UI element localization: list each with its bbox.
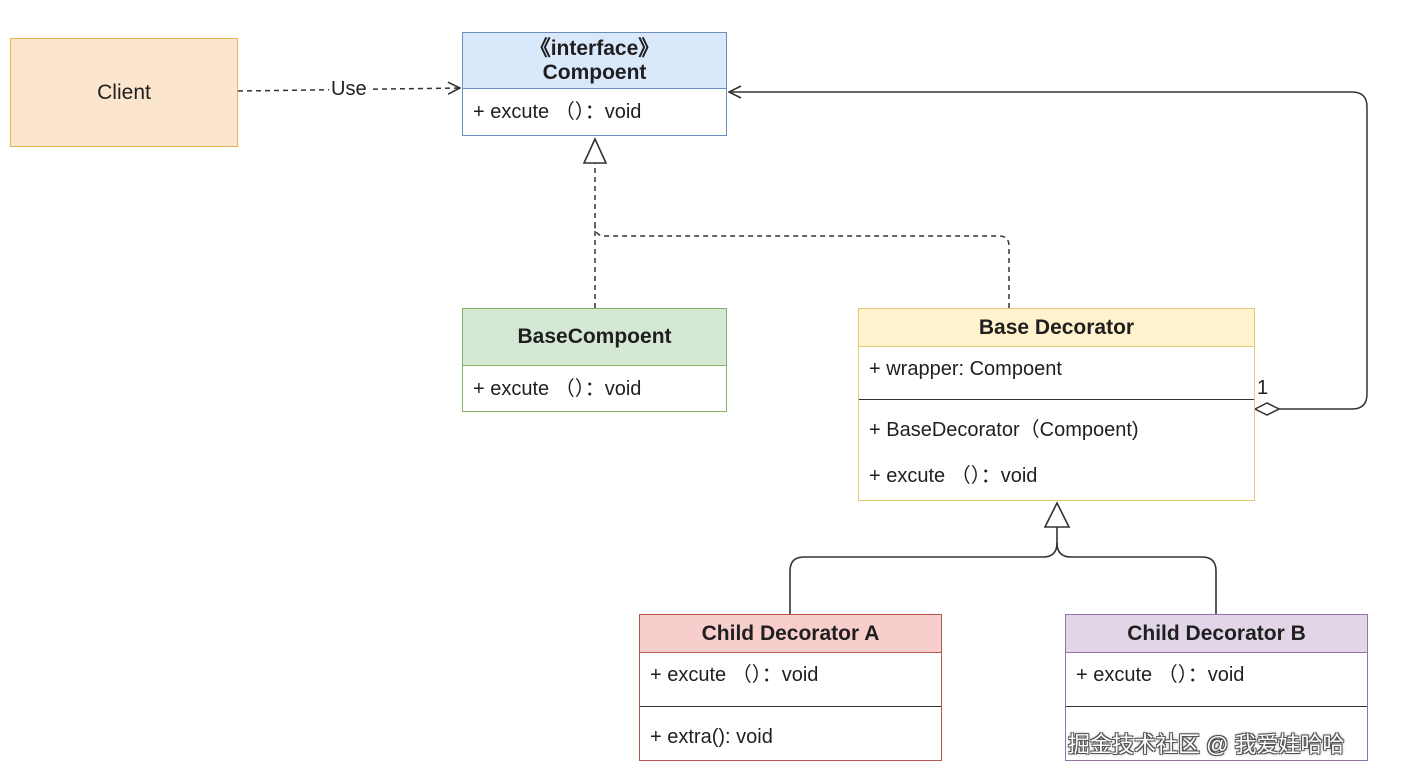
child-decorator-a-name: Child Decorator A — [701, 621, 880, 645]
child-decorator-a-header: Child Decorator A — [640, 615, 941, 653]
interface-method: + excute （）：void — [473, 101, 642, 123]
base-decorator-method: + excute （）：void — [869, 465, 1038, 487]
interface-compoent-header: 《interface》 Compoent — [463, 33, 726, 89]
client-box[interactable]: Client — [10, 38, 238, 147]
child-decorator-a-box[interactable]: Child Decorator A + excute （）：void + ext… — [639, 614, 942, 761]
interface-compoent-name: Compoent — [542, 60, 647, 84]
aggregation-line — [729, 92, 1368, 410]
child-decorator-b-method: + excute （）：void — [1076, 664, 1245, 686]
base-compoent-name: BaseCompoent — [517, 325, 672, 348]
child-decorator-a-separator — [640, 706, 941, 707]
base-decorator-separator — [859, 399, 1254, 400]
base-decorator-name: Base Decorator — [978, 315, 1135, 339]
child-decorator-b-box[interactable]: Child Decorator B + excute （）：void — [1065, 614, 1368, 761]
child-decorator-b-separator — [1066, 706, 1367, 707]
use-label: Use — [329, 78, 369, 100]
child-decorator-b-name: Child Decorator B — [1127, 621, 1306, 645]
generalization-line-child-b — [1056, 542, 1217, 614]
base-decorator-constructor: + BaseDecorator（Compoent) — [869, 419, 1139, 441]
child-decorator-b-header: Child Decorator B — [1066, 615, 1367, 653]
watermark-text: 掘金技术社区 @ 我爱娃哈哈 — [1068, 732, 1345, 757]
client-label: Client — [97, 80, 151, 104]
generalization-line-child-a — [789, 527, 1058, 614]
base-compoent-box[interactable]: BaseCompoent + excute （）：void — [462, 308, 727, 412]
base-decorator-box[interactable]: Base Decorator + wrapper: Compoent + Bas… — [858, 308, 1255, 501]
base-compoent-method: + excute （）：void — [473, 378, 642, 400]
aggregation-multiplicity: 1 — [1257, 377, 1269, 399]
interface-stereotype: 《interface》 — [529, 36, 660, 60]
interface-compoent-box[interactable]: 《interface》 Compoent + excute （）：void — [462, 32, 727, 136]
realization-triangle-head — [582, 137, 608, 164]
base-decorator-header: Base Decorator — [859, 309, 1254, 347]
base-decorator-field: + wrapper: Compoent — [869, 358, 1062, 380]
realization-line-base-decorator — [594, 225, 1010, 308]
base-compoent-header: BaseCompoent — [463, 309, 726, 366]
generalization-triangle-head — [1043, 501, 1071, 528]
child-decorator-a-extra-method: + extra(): void — [650, 726, 773, 748]
aggregation-diamond — [1253, 402, 1281, 416]
child-decorator-a-method: + excute （）：void — [650, 664, 819, 686]
